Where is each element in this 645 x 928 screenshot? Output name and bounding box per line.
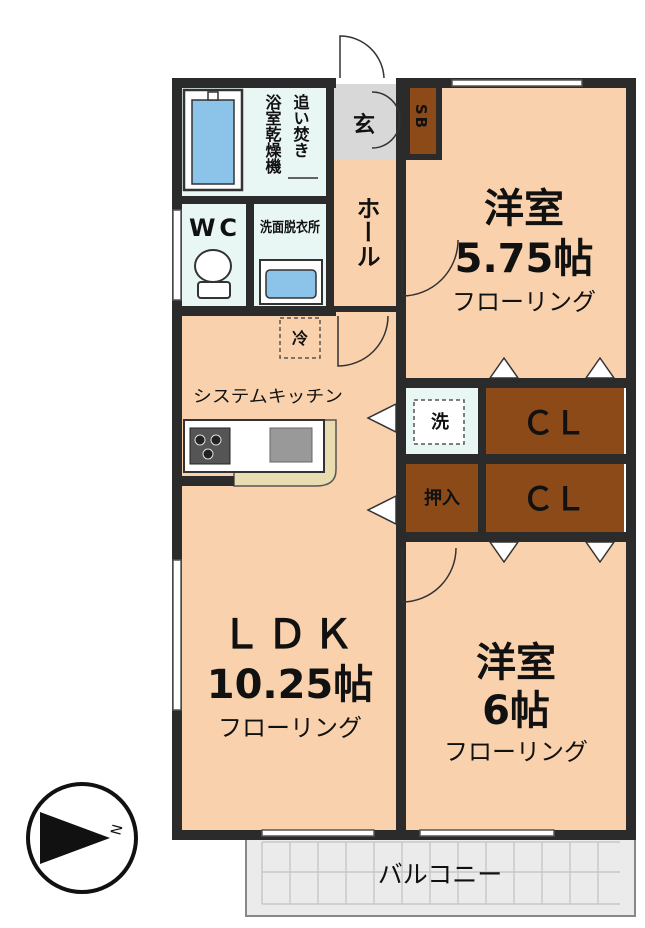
kitchen-counter xyxy=(183,419,337,487)
hall-label: ホール xyxy=(352,196,380,268)
hall-area xyxy=(332,160,404,310)
sb-area xyxy=(406,86,438,156)
wc-label: WC xyxy=(189,214,241,242)
western-room-2-size: 6帖 xyxy=(482,688,550,734)
closet-top-label: ＣＬ xyxy=(522,404,586,442)
genkan-area xyxy=(332,84,404,160)
western-room-2-area xyxy=(404,540,630,834)
ldk-size: 10.25帖 xyxy=(207,662,374,708)
compass: N xyxy=(26,782,138,894)
bathtub xyxy=(182,88,244,192)
closet-bottom-label: ＣＬ xyxy=(522,480,586,518)
ldk-area xyxy=(178,310,404,834)
western-room-2-floor: フローリング xyxy=(444,738,588,766)
closet-top-area xyxy=(484,388,624,454)
reheat-label: 追い焚き xyxy=(291,93,310,158)
ldk-floor: フローリング xyxy=(218,714,362,742)
western-room-1-floor: フローリング xyxy=(452,288,596,316)
western-room-2-name: 洋室 xyxy=(476,640,556,686)
bath-label: 浴室乾燥機 xyxy=(263,93,282,175)
closet-doors xyxy=(366,356,616,564)
western-room-1-size: 5.75帖 xyxy=(455,236,594,282)
balcony-label: バルコニー xyxy=(378,860,503,889)
kitchen-label: システムキッチン xyxy=(193,387,343,407)
sb-label: SB xyxy=(412,104,430,130)
doors xyxy=(288,35,459,603)
compass-label: N xyxy=(108,823,126,837)
oshiire-area xyxy=(406,462,478,532)
fridge-space xyxy=(279,317,321,359)
washroom-label: 洗面脱衣所 xyxy=(260,219,320,236)
closet-bottom-area xyxy=(484,462,624,532)
ldk-name: ＬＤＫ xyxy=(221,612,359,658)
toilet-icon xyxy=(194,249,232,299)
laundry-space xyxy=(413,399,465,445)
washbasin-icon xyxy=(259,259,323,305)
genkan-label: 玄 xyxy=(353,112,375,138)
balcony: バルコニー xyxy=(245,831,636,917)
fridge-label: 冷 xyxy=(292,329,308,348)
western-room-1-name: 洋室 xyxy=(484,186,564,232)
laundry-label: 洗 xyxy=(431,411,449,433)
windows xyxy=(172,79,583,837)
oshiire-label: 押入 xyxy=(424,487,460,509)
